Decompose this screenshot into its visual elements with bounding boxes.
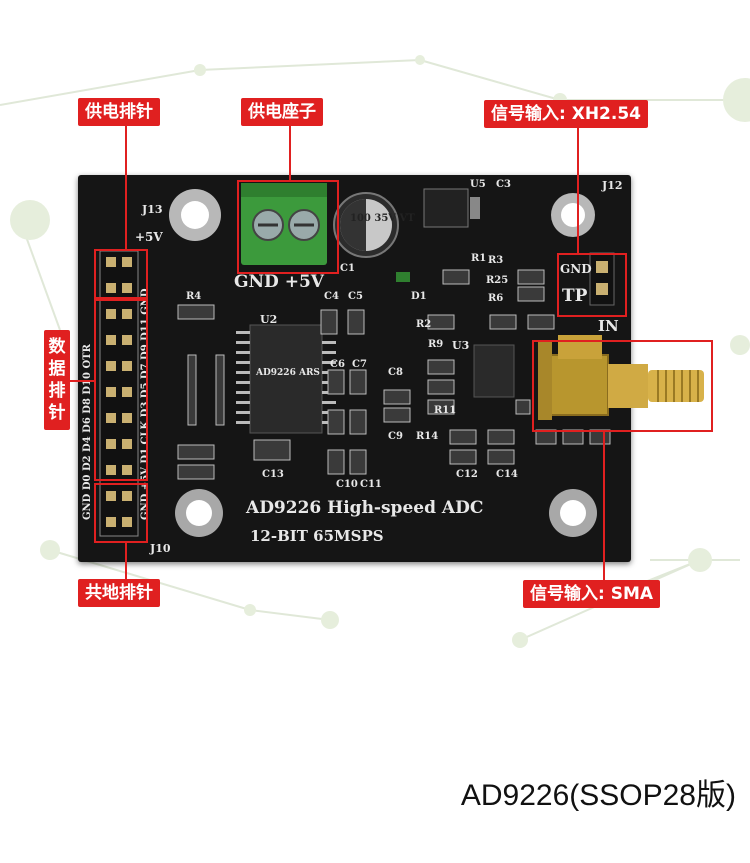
- label-gnd-5v: GND +5V: [234, 272, 325, 292]
- sma-connector: [538, 335, 631, 420]
- label-c6: C6: [330, 359, 345, 370]
- label-c4: C4: [324, 291, 339, 302]
- label-in: IN: [598, 317, 619, 335]
- label-r3: R3: [488, 255, 503, 266]
- label-chip-marking: AD9226 ARS: [255, 368, 320, 378]
- highlight-data-header: [94, 299, 148, 481]
- label-r25: R25: [486, 275, 508, 286]
- label-j10: J10: [149, 542, 171, 555]
- label-r6: R6: [488, 293, 503, 304]
- mounting-hole-bottom-right: [549, 489, 597, 537]
- xh-header: [589, 252, 615, 306]
- label-c9: C9: [388, 431, 403, 442]
- label-c3: C3: [496, 179, 511, 190]
- leader-power-socket: [289, 125, 291, 180]
- label-d1: D1: [411, 291, 427, 302]
- label-gnd: GND: [560, 262, 592, 276]
- adc-chip-u2: [236, 324, 336, 434]
- opamp-u3: [473, 344, 515, 398]
- highlight-power-header: [94, 249, 148, 299]
- label-plus5v: +5V: [135, 230, 163, 244]
- highlight-sma-input: [532, 340, 713, 432]
- highlight-xh-input: [557, 253, 627, 317]
- leader-ground-header: [125, 543, 127, 579]
- label-c12: C12: [456, 469, 478, 480]
- regulator-u5: [423, 188, 480, 228]
- label-r14: R14: [416, 431, 438, 442]
- callout-ground-header: 共地排针: [78, 579, 160, 607]
- label-j13: J13: [141, 203, 163, 216]
- board-title: AD9226 High-speed ADC: [245, 498, 483, 518]
- label-c5: C5: [348, 291, 363, 302]
- electrolytic-capacitor: [333, 192, 399, 258]
- leader-data-header: [70, 380, 94, 382]
- label-cap-rating: 100 35V VT: [350, 213, 415, 224]
- label-c1: C1: [340, 263, 355, 274]
- leader-sma-input: [603, 432, 605, 580]
- label-left-pins: GND D0 D2 D4 D6 D8 D10 OTR: [82, 343, 93, 520]
- label-r11: R11: [434, 405, 456, 416]
- label-c10: C10: [336, 479, 358, 490]
- mounting-hole-top-left: [169, 189, 221, 241]
- callout-data-header: 数据排针: [44, 330, 70, 430]
- smd-components: [177, 269, 611, 480]
- label-tp: TP: [562, 286, 588, 306]
- label-c13: C13: [262, 469, 284, 480]
- highlight-ground-header: [94, 483, 148, 543]
- label-c11: C11: [360, 479, 382, 490]
- leader-power-header: [125, 125, 127, 249]
- leader-xh-input: [577, 127, 579, 253]
- mounting-hole-top-right: [551, 193, 595, 237]
- product-caption: AD9226(SSOP28版): [460, 779, 736, 812]
- label-c14: C14: [496, 469, 518, 480]
- led-d1: [396, 272, 410, 282]
- label-r1: R1: [471, 253, 486, 264]
- label-u2: U2: [260, 313, 277, 326]
- label-r9: R9: [428, 339, 443, 350]
- callout-xh-input: 信号输入: XH2.54: [484, 100, 648, 128]
- label-j12: J12: [601, 179, 623, 192]
- left-pin-header-pins: [106, 257, 132, 527]
- highlight-power-socket: [237, 180, 339, 274]
- label-right-pins: GND +5V D1 CLK D3 D5 D7 D9 D11 GND: [140, 288, 151, 520]
- label-u5: U5: [470, 179, 486, 190]
- mounting-hole-bottom-left: [175, 489, 223, 537]
- board-subtitle: 12-BIT 65MSPS: [250, 527, 384, 545]
- callout-power-header: 供电排针: [78, 98, 160, 126]
- label-c7: C7: [352, 359, 367, 370]
- label-c8: C8: [388, 367, 403, 378]
- callout-power-socket: 供电座子: [241, 98, 323, 126]
- label-r4: R4: [186, 291, 201, 302]
- sma-connector-body: [608, 352, 708, 422]
- label-u3: U3: [452, 339, 469, 352]
- label-r2: R2: [416, 319, 431, 330]
- callout-sma-input: 信号输入: SMA: [523, 580, 661, 608]
- terminal-block: [241, 183, 327, 265]
